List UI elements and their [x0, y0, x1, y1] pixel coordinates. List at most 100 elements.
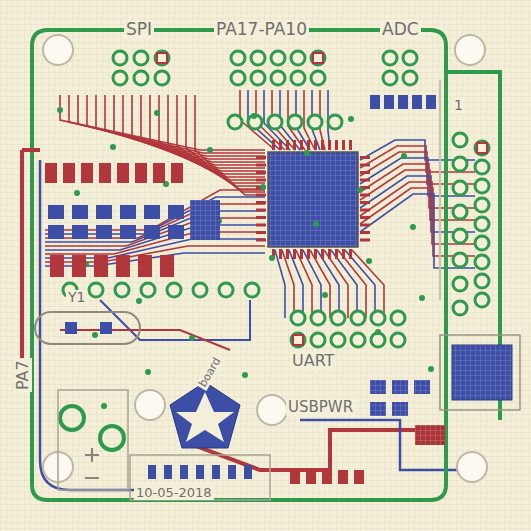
through-hole-pad [231, 51, 245, 65]
through-hole-pad [403, 51, 417, 65]
silk-line [439, 80, 441, 300]
chip-pin [256, 216, 266, 219]
smd-pad [228, 465, 236, 479]
through-hole-pad [475, 217, 489, 231]
silkscreen-label: UART [290, 352, 336, 370]
through-hole-pad [351, 333, 365, 347]
smd-pad [290, 470, 300, 484]
through-hole-pad [311, 333, 325, 347]
smd-pad [370, 402, 386, 416]
copper-trace [60, 95, 265, 150]
smd-pad [370, 380, 386, 394]
battery-pad [100, 426, 124, 450]
via [92, 332, 98, 338]
copper-trace [345, 250, 375, 318]
chip-pin [279, 249, 282, 259]
smd-pad [180, 465, 188, 479]
smd-pad [168, 225, 184, 239]
through-hole-pad [113, 51, 127, 65]
regulator [190, 200, 220, 240]
chip-pin [256, 156, 266, 159]
through-hole-pad [311, 311, 325, 325]
through-hole-pad [475, 293, 489, 307]
via [260, 184, 266, 190]
ground-trace [22, 150, 40, 380]
silkscreen-label: ADC [380, 20, 421, 39]
silkscreen-label: PA17-PA10 [214, 20, 309, 39]
through-hole-pad [453, 277, 467, 291]
smd-pad [370, 95, 380, 109]
mounting-hole [455, 35, 485, 65]
smd-pad [384, 95, 394, 109]
smd-pad [81, 163, 93, 183]
smd-pad [144, 205, 160, 219]
smd-pad [306, 470, 316, 484]
through-hole-pad [453, 229, 467, 243]
through-hole-pad [453, 205, 467, 219]
smd-pad [96, 225, 112, 239]
pin1-marker [293, 335, 303, 345]
via [322, 292, 328, 298]
smd-pad [168, 205, 184, 219]
mounting-hole [257, 395, 287, 425]
smd-pad [153, 163, 165, 183]
through-hole-pad [308, 115, 322, 129]
chip-pin [307, 140, 310, 150]
mcu-chip [268, 152, 358, 247]
chip-pin [314, 140, 317, 150]
chip-pin [360, 156, 370, 159]
smd-pad [196, 465, 204, 479]
smd-pad [398, 95, 408, 109]
silkscreen-label: PA7 [14, 358, 32, 392]
via [145, 369, 151, 375]
chip-pin [314, 249, 317, 259]
via [357, 187, 363, 193]
via [269, 255, 275, 261]
through-hole-pad [141, 283, 155, 297]
chip-pin [360, 216, 370, 219]
crystal-pad [100, 322, 112, 334]
via [110, 144, 116, 150]
copper-trace [40, 160, 200, 490]
through-hole-pad [251, 51, 265, 65]
silkscreen-label: USBPWR [286, 399, 355, 416]
via [401, 153, 407, 159]
chip-pin [360, 171, 370, 174]
smd-pad [392, 402, 408, 416]
chip-pin [256, 209, 266, 212]
through-hole-pad [291, 71, 305, 85]
through-hole-pad [311, 71, 325, 85]
through-hole-pad [89, 283, 103, 297]
silkscreen-label: Y1 [66, 290, 87, 305]
mounting-hole [43, 35, 73, 65]
copper-trace [100, 300, 250, 340]
through-hole-pad [453, 133, 467, 147]
smd-pad [171, 163, 183, 183]
chip-pin [342, 249, 345, 259]
through-hole-pad [383, 51, 397, 65]
smd-pad [244, 465, 252, 479]
via [428, 366, 434, 372]
chip-pin [321, 249, 324, 259]
smd-pad [116, 255, 130, 277]
through-hole-pad [383, 71, 397, 85]
silk-box [130, 455, 270, 500]
smd-pad [120, 225, 136, 239]
chip-pin [256, 164, 266, 167]
copper-trace [195, 95, 265, 195]
through-hole-pad [328, 115, 342, 129]
through-hole-pad [331, 311, 345, 325]
copper-trace [264, 90, 290, 150]
copper-trace [60, 330, 230, 350]
smd-pad [138, 255, 152, 277]
chip-pin [256, 231, 266, 234]
through-hole-pad [475, 160, 489, 174]
through-hole-pad [193, 283, 207, 297]
through-hole-pad [231, 71, 245, 85]
smd-pad [117, 163, 129, 183]
via [251, 113, 257, 119]
through-hole-pad [245, 283, 259, 297]
chip-pin [360, 231, 370, 234]
smd-pad [164, 465, 172, 479]
chip-pin [293, 140, 296, 150]
